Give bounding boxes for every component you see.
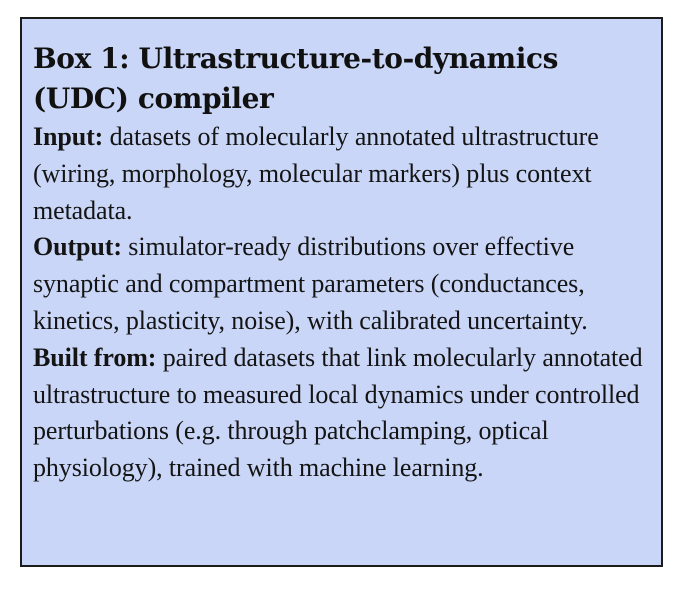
built-from-label: Built from: bbox=[33, 342, 157, 372]
output-section: Output: simulator-ready distributions ov… bbox=[33, 229, 649, 339]
output-label: Output: bbox=[33, 232, 122, 262]
udc-compiler-box: Box 1: Ultrastructure-to-dynamics (UDC) … bbox=[20, 17, 663, 567]
built-from-text: paired datasets that link molecularly an… bbox=[33, 342, 643, 483]
box-title-line-2: (UDC) compiler bbox=[33, 82, 274, 115]
input-text: datasets of molecularly annotated ultras… bbox=[33, 122, 599, 225]
built-from-section: Built from: paired datasets that link mo… bbox=[33, 340, 649, 487]
box-title: Box 1: Ultrastructure-to-dynamics (UDC) … bbox=[33, 39, 649, 119]
input-label: Input: bbox=[33, 122, 104, 151]
box-title-line-1: Box 1: Ultrastructure-to-dynamics bbox=[33, 42, 559, 75]
input-section: Input: datasets of molecularly annotated… bbox=[33, 119, 649, 229]
output-text: simulator-ready distributions over effec… bbox=[33, 232, 588, 335]
